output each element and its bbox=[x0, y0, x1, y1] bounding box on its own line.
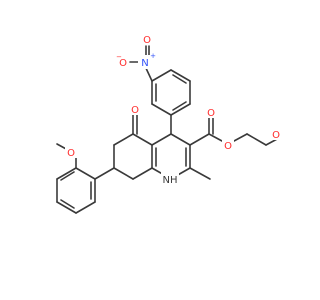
nitro-oxygen-left-label: O bbox=[119, 58, 127, 69]
chain-ether-oxygen-label: O bbox=[272, 130, 280, 141]
bond-network bbox=[56, 45, 280, 214]
nitro-oxygen-charge: − bbox=[116, 53, 122, 61]
ring-nh-label: NH bbox=[163, 175, 178, 186]
nitro-nitrogen-label: N bbox=[141, 58, 148, 69]
nitro-nitrogen-charge: + bbox=[150, 52, 156, 60]
ester-link-oxygen-label: O bbox=[224, 141, 232, 152]
methoxy-oxygen-label: O bbox=[67, 148, 75, 159]
nitro-oxygen-right-label: O bbox=[143, 35, 151, 46]
ketone-oxygen-label: O bbox=[131, 105, 139, 116]
ester-carbonyl-oxygen-label: O bbox=[207, 108, 215, 119]
structure-canvas: N + O − O O O O O NH O bbox=[56, 33, 282, 214]
molecule-diagram: N + O − O O O O O NH O bbox=[56, 33, 282, 214]
atom-labels: N + O − O O O O O NH O bbox=[65, 33, 282, 186]
